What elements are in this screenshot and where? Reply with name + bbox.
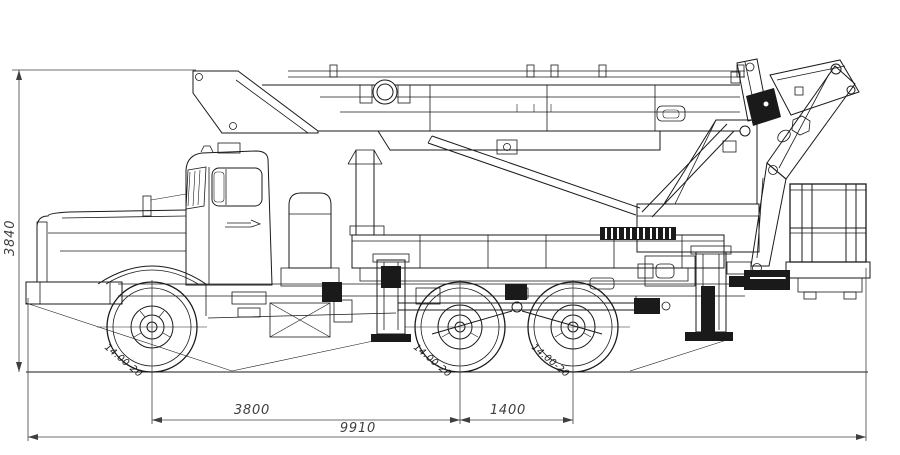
boom-head	[730, 58, 781, 126]
windshield	[185, 166, 207, 210]
rear-frame-end	[634, 255, 762, 314]
dim-overall-length: 9910	[28, 421, 866, 440]
dimension-annotations: 3840 3800 1400 9910	[3, 69, 867, 441]
door-window	[211, 167, 263, 207]
dim-front-axle-spacing: 3800	[152, 403, 460, 423]
dim-rear-axle-spacing: 1400	[460, 403, 573, 423]
lift-cylinder	[427, 135, 641, 216]
cab	[142, 145, 273, 318]
boom-rest-post	[347, 149, 385, 236]
boom-base-wedge	[192, 70, 319, 154]
svg-text:1400: 1400	[490, 403, 526, 418]
boom-latch-tab	[656, 105, 686, 122]
boom-pulley	[359, 79, 411, 105]
door-handle	[225, 219, 262, 228]
work-basket	[785, 183, 871, 300]
underbody-guides	[25, 302, 734, 372]
outrigger-foot	[685, 332, 733, 341]
rear-outrigger	[685, 245, 733, 341]
boom-rod	[288, 64, 745, 78]
svg-text:9910: 9910	[340, 421, 376, 436]
cab-step	[231, 291, 267, 305]
boom-hanger-bracket	[496, 139, 518, 155]
front-outrigger	[371, 253, 411, 342]
rear-tank	[280, 192, 340, 287]
slew-teeth	[600, 227, 676, 240]
outrigger-foot	[371, 334, 411, 342]
hood	[36, 209, 207, 316]
cab-roof-beacon	[200, 145, 214, 153]
jib-hex-fitting	[791, 115, 811, 136]
dim-overall-height: 3840	[3, 70, 22, 372]
svg-text:3840: 3840	[3, 220, 18, 256]
basket-linkage	[729, 270, 790, 290]
mirror	[142, 193, 187, 217]
svg-text:3800: 3800	[234, 403, 270, 418]
front-fender-arch	[97, 265, 207, 285]
jib-arm	[750, 65, 856, 267]
boom-assembly	[192, 58, 781, 155]
